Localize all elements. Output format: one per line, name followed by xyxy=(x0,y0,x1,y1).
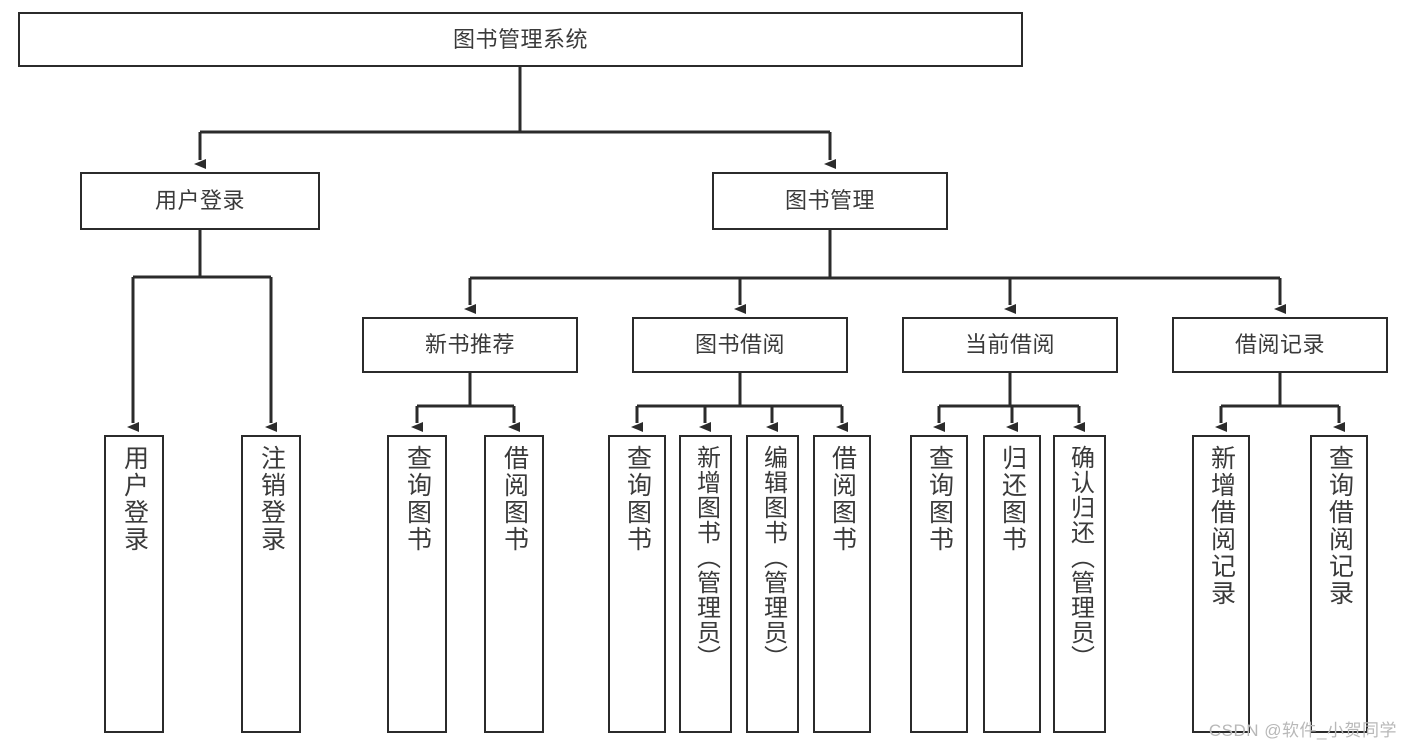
node-borrow-records[interactable]: 借阅记录 xyxy=(1172,317,1388,373)
node-current-borrow[interactable]: 当前借阅 xyxy=(902,317,1118,373)
node-leaf-add-book-admin-label: 新增图书（管理员） xyxy=(692,445,720,670)
node-leaf-borrow-book-rec-label: 借阅图书 xyxy=(500,445,529,553)
node-book-manage[interactable]: 图书管理 xyxy=(712,172,948,230)
node-book-manage-label: 图书管理 xyxy=(784,188,875,214)
node-leaf-confirm-return-admin-label: 确认归还（管理员） xyxy=(1066,445,1094,670)
watermark-text: CSDN @软件_小贺同学 xyxy=(1208,721,1397,740)
node-leaf-query-book-rec[interactable]: 查询图书 xyxy=(387,435,447,733)
node-leaf-borrow-book-label: 借阅图书 xyxy=(828,445,857,553)
node-new-book-rec[interactable]: 新书推荐 xyxy=(362,317,578,373)
node-leaf-borrow-book[interactable]: 借阅图书 xyxy=(813,435,871,733)
node-leaf-query-book-cur-label: 查询图书 xyxy=(925,445,954,553)
node-borrow-records-label: 借阅记录 xyxy=(1234,332,1325,358)
node-leaf-query-book-rec-label: 查询图书 xyxy=(403,445,432,553)
node-current-borrow-label: 当前借阅 xyxy=(964,332,1055,358)
node-leaf-query-borrow-record[interactable]: 查询借阅记录 xyxy=(1310,435,1368,733)
node-leaf-user-login-label: 用户登录 xyxy=(120,445,149,553)
node-leaf-user-login[interactable]: 用户登录 xyxy=(104,435,164,733)
node-leaf-add-book-admin[interactable]: 新增图书（管理员） xyxy=(679,435,732,733)
node-book-borrow-label: 图书借阅 xyxy=(694,332,785,358)
node-leaf-user-logout-label: 注销登录 xyxy=(257,445,286,553)
node-leaf-edit-book-admin-label: 编辑图书（管理员） xyxy=(759,445,787,670)
node-leaf-return-book-label: 归还图书 xyxy=(998,445,1027,553)
node-user-login[interactable]: 用户登录 xyxy=(80,172,320,230)
node-leaf-query-book-borrow[interactable]: 查询图书 xyxy=(608,435,666,733)
node-root[interactable]: 图书管理系统 xyxy=(18,12,1023,67)
node-leaf-edit-book-admin[interactable]: 编辑图书（管理员） xyxy=(746,435,799,733)
node-user-login-label: 用户登录 xyxy=(154,188,245,214)
node-leaf-query-borrow-record-label: 查询借阅记录 xyxy=(1325,445,1354,607)
node-leaf-borrow-book-rec[interactable]: 借阅图书 xyxy=(484,435,544,733)
node-leaf-query-book-cur[interactable]: 查询图书 xyxy=(910,435,968,733)
node-leaf-return-book[interactable]: 归还图书 xyxy=(983,435,1041,733)
node-leaf-user-logout[interactable]: 注销登录 xyxy=(241,435,301,733)
node-leaf-confirm-return-admin[interactable]: 确认归还（管理员） xyxy=(1053,435,1106,733)
node-leaf-add-borrow-record-label: 新增借阅记录 xyxy=(1207,445,1236,607)
node-leaf-query-book-borrow-label: 查询图书 xyxy=(623,445,652,553)
node-book-borrow[interactable]: 图书借阅 xyxy=(632,317,848,373)
node-leaf-add-borrow-record[interactable]: 新增借阅记录 xyxy=(1192,435,1250,733)
node-root-label: 图书管理系统 xyxy=(452,26,588,52)
node-new-book-rec-label: 新书推荐 xyxy=(424,332,515,358)
